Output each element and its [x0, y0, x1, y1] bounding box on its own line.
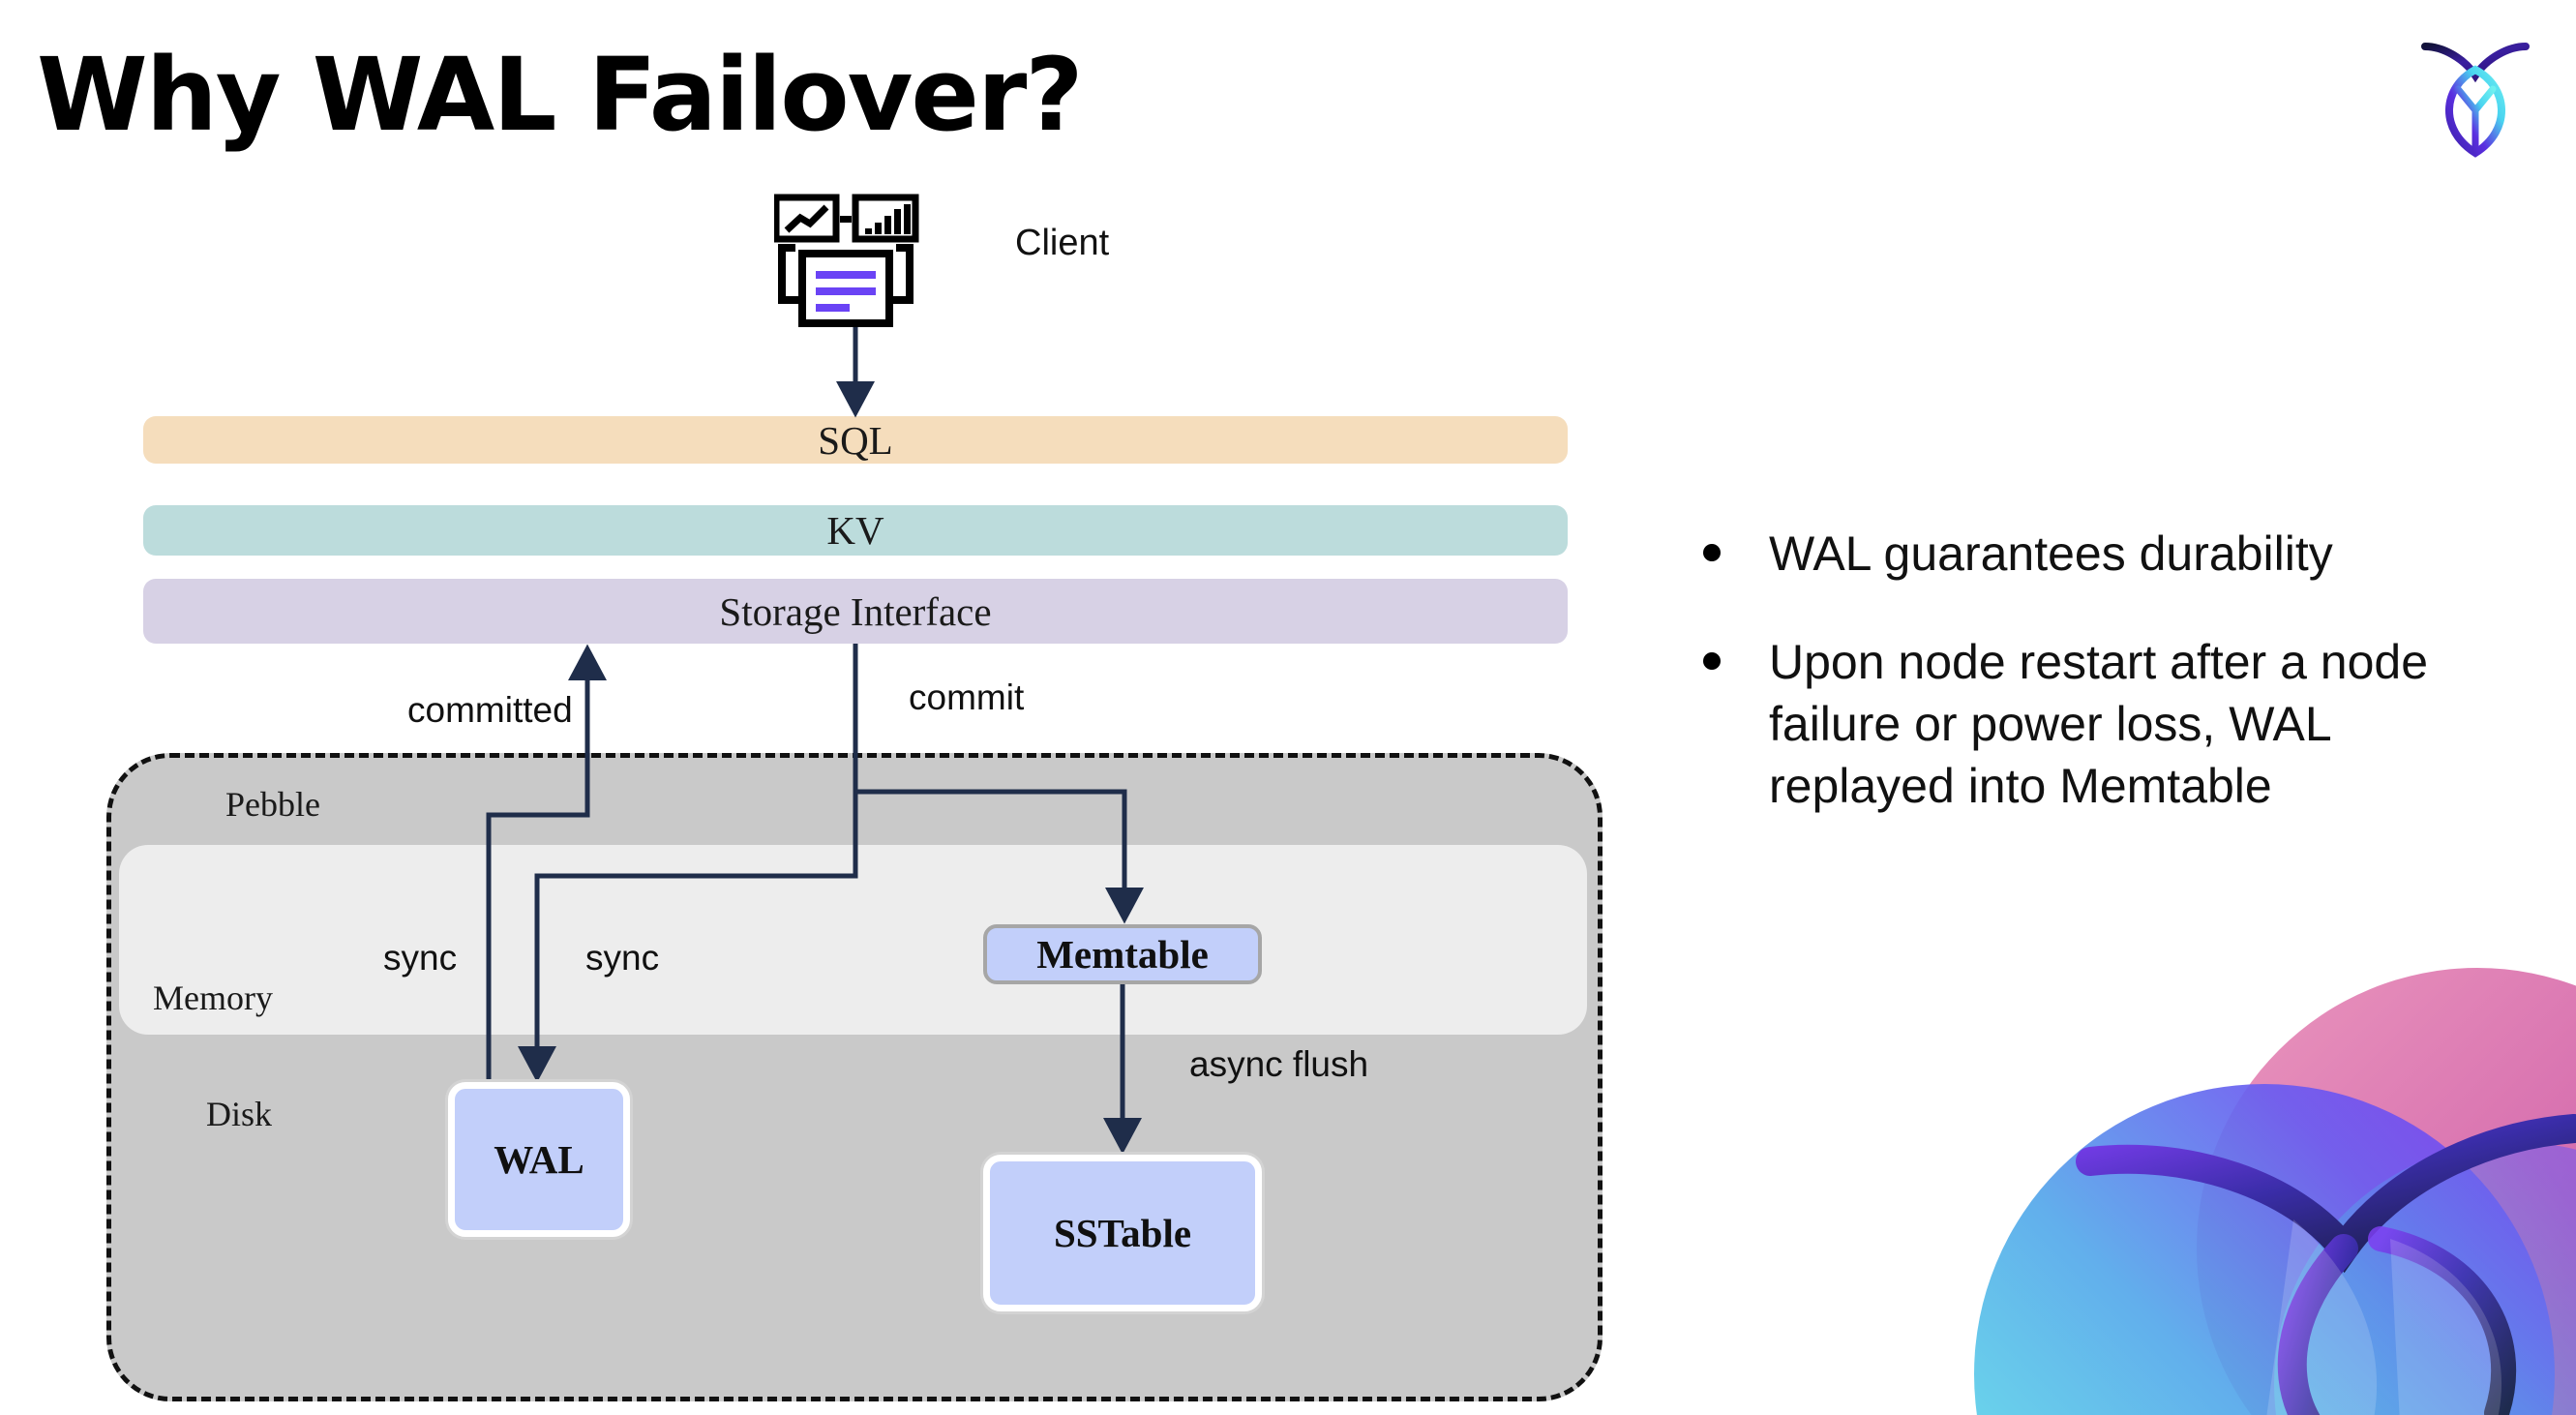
zone-label-disk: Disk [206, 1095, 273, 1133]
edge-label-committed: committed [407, 690, 573, 730]
list-item: Upon node restart after a node failure o… [1703, 631, 2516, 817]
layer-label-sql: SQL [818, 417, 893, 463]
node-memtable: Memtable [983, 924, 1262, 984]
node-label-wal: WAL [494, 1137, 584, 1182]
node-wal: WAL [448, 1082, 630, 1237]
client-label: Client [1015, 223, 1110, 263]
bullet-text: WAL guarantees durability [1769, 527, 2333, 581]
layer-label-kv: KV [826, 508, 884, 553]
bullet-dot-icon [1703, 544, 1721, 561]
edge-label-sync-right: sync [585, 938, 660, 978]
client-analytics-icon [774, 194, 919, 327]
bullet-text: Upon node restart after a node failure o… [1769, 635, 2429, 813]
bullet-list: WAL guarantees durability Upon node rest… [1703, 523, 2516, 863]
zone-label-memory: Memory [153, 978, 273, 1017]
layer-bar-kv: KV [143, 505, 1568, 556]
edge-label-commit: commit [909, 677, 1025, 717]
bullet-dot-icon [1703, 652, 1721, 670]
layer-bar-storage: Storage Interface [143, 579, 1568, 644]
edge-storage-to-wal-sync [518, 644, 858, 1083]
edge-wal-to-storage [486, 644, 607, 1082]
page-title: Why WAL Failover? [37, 36, 1084, 154]
architecture-diagram: Client SQL KV Storage Interface Pebble M… [106, 194, 1603, 1401]
edge-label-sync-left: sync [383, 938, 458, 978]
node-sstable: SSTable [983, 1155, 1262, 1311]
decorative-logo-graphic [1974, 968, 2576, 1415]
node-label-sstable: SSTable [1053, 1211, 1192, 1255]
edge-label-async-flush: async flush [1189, 1044, 1369, 1084]
layer-bar-sql: SQL [143, 416, 1568, 464]
list-item: WAL guarantees durability [1703, 523, 2516, 585]
zone-label-pebble: Pebble [225, 785, 320, 824]
diagram-arrows [486, 327, 1144, 1155]
layer-label-storage: Storage Interface [719, 588, 992, 634]
cockroach-logo-icon [2421, 43, 2530, 158]
node-label-memtable: Memtable [1036, 932, 1209, 977]
